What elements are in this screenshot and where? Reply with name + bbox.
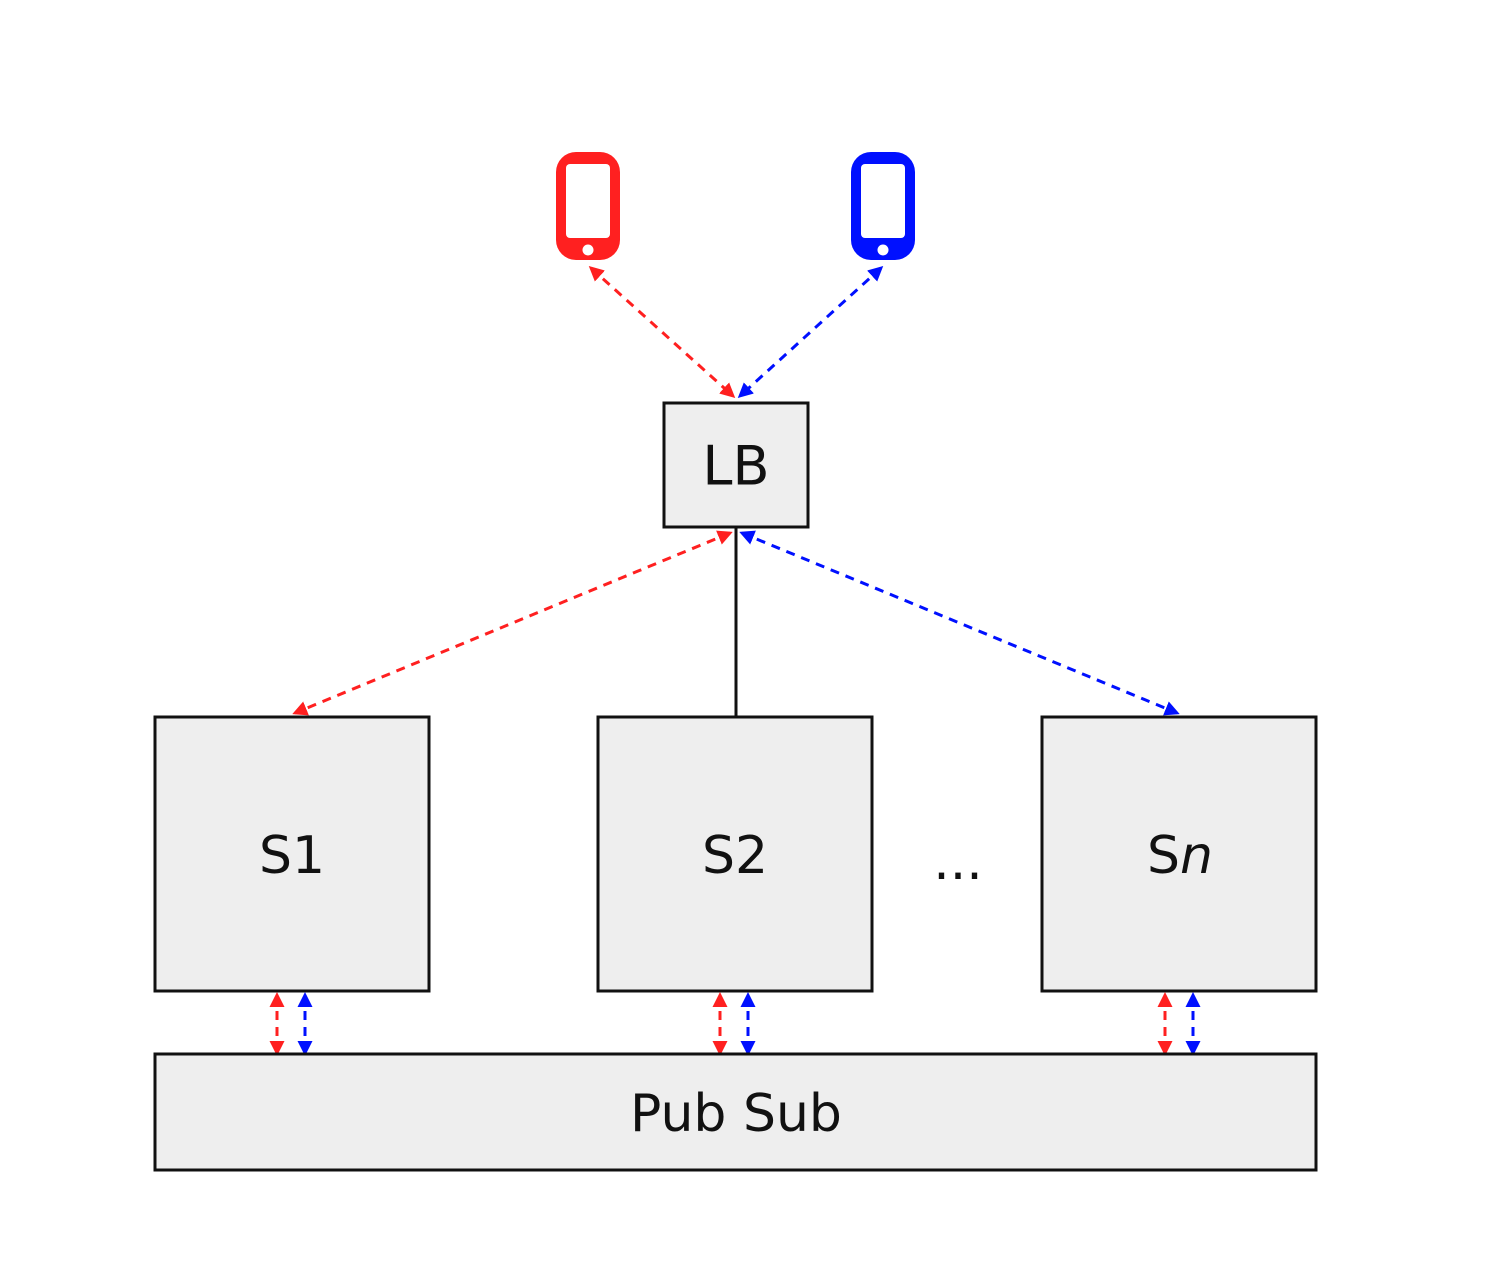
red-client-lb-link bbox=[588, 265, 736, 399]
server-ellipsis: ... bbox=[933, 832, 983, 892]
server-box-s2: S2 bbox=[596, 715, 874, 993]
pubsub-box: Pub Sub bbox=[153, 1052, 1318, 1172]
server-box-sn: Sn bbox=[1040, 715, 1318, 993]
server-box-s1: S1 bbox=[153, 715, 431, 993]
server-label-sn: Sn bbox=[1147, 826, 1213, 886]
blue-lb-sn-link bbox=[739, 530, 1180, 716]
server-label-s1: S1 bbox=[259, 826, 325, 886]
client-red-phone-icon bbox=[556, 152, 620, 260]
pubsub-label: Pub Sub bbox=[630, 1084, 842, 1144]
blue-client-lb-link bbox=[737, 265, 884, 399]
client-blue-phone-icon bbox=[851, 152, 915, 260]
load-balancer-label: LB bbox=[702, 435, 769, 498]
load-balancer-box: LB bbox=[662, 401, 810, 529]
red-lb-s1-link bbox=[292, 530, 733, 716]
server-label-s2: S2 bbox=[702, 826, 768, 886]
